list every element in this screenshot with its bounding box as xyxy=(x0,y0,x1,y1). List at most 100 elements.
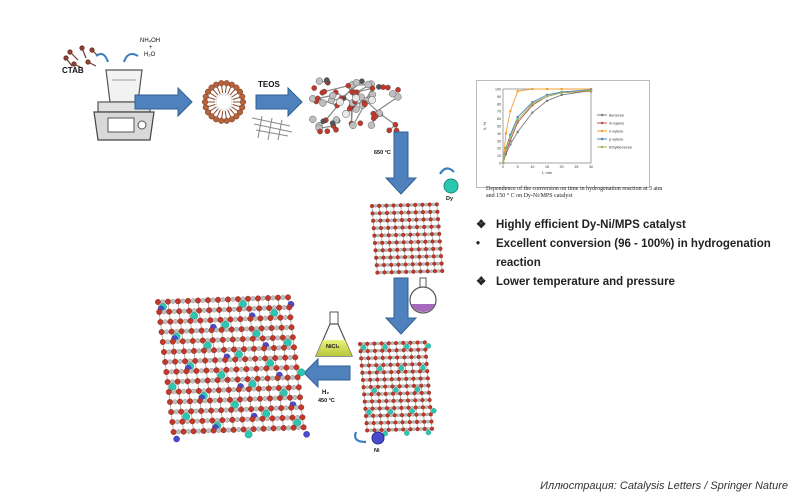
data-point xyxy=(560,93,563,97)
teos-label: TEOS xyxy=(258,80,280,89)
data-point xyxy=(504,148,508,151)
series-line xyxy=(502,89,592,164)
highlights-list: ❖ Highly efficient Dy-Ni/MPS catalyst • Ex… xyxy=(476,216,776,292)
data-point xyxy=(509,143,512,146)
chart-caption: Dependence of the conversion on time in … xyxy=(486,186,663,199)
data-point xyxy=(509,139,512,142)
series-line xyxy=(502,90,592,164)
y-tick-label: 20 xyxy=(497,147,501,151)
x-tick-label: 15 xyxy=(545,165,549,169)
ctab-label: CTAB xyxy=(62,66,84,75)
highlight-2: • Excellent conversion (96 - 100%) in hyd… xyxy=(476,235,776,273)
dycl3-flask-icon xyxy=(409,277,437,314)
y-tick-label: 60 xyxy=(497,117,501,121)
legend-marker xyxy=(601,137,604,141)
data-point xyxy=(509,110,512,113)
data-point xyxy=(504,147,508,150)
data-point xyxy=(545,93,549,97)
ni-add-arrow xyxy=(354,431,367,444)
highlight-1: ❖ Highly efficient Dy-Ni/MPS catalyst xyxy=(476,216,776,235)
dy-atom-icon xyxy=(443,178,459,194)
y-tick-label: 80 xyxy=(497,102,501,106)
y-tick-label: 30 xyxy=(497,139,501,143)
data-point xyxy=(516,121,519,124)
micelle xyxy=(201,80,247,124)
data-point xyxy=(560,91,563,94)
dy-label: Dy xyxy=(446,196,454,202)
x-tick-label: 10 xyxy=(530,165,534,169)
x-tick-label: 25 xyxy=(574,165,578,169)
ni-label: Ni xyxy=(374,448,380,454)
nh4oh-add-arrow xyxy=(123,53,139,63)
y-tick-label: 100 xyxy=(495,88,501,92)
stirrer-beaker xyxy=(93,69,155,141)
legend-label: o-xylene xyxy=(609,129,623,133)
legend-marker xyxy=(601,113,604,117)
data-point xyxy=(560,87,563,91)
nicl2-flask-icon xyxy=(315,311,353,357)
data-point xyxy=(589,89,593,92)
data-point xyxy=(504,153,508,156)
bullet-marker: ❖ xyxy=(476,219,487,231)
x-tick-label: 30 xyxy=(589,165,593,169)
arrow-dy-impregnation xyxy=(384,277,418,335)
legend-marker xyxy=(601,121,604,125)
arrow-to-micelle xyxy=(134,86,193,118)
data-point xyxy=(531,102,534,105)
data-point xyxy=(501,161,505,165)
data-point xyxy=(504,150,508,153)
data-point xyxy=(531,111,534,114)
legend-label: Benzene xyxy=(609,113,624,117)
legend-marker xyxy=(601,145,604,149)
x-tick-label: 20 xyxy=(560,165,564,169)
arrow-reduction xyxy=(303,357,351,389)
arrow-teos xyxy=(255,86,303,118)
legend-label: p-xylene xyxy=(609,137,623,141)
legend-marker xyxy=(601,129,604,133)
dycl3-label: DyCl₃ xyxy=(416,295,432,301)
legend-label: Ethylbenzene xyxy=(609,145,632,149)
highlight-text: Lower temperature and pressure xyxy=(496,276,675,288)
x-axis-label: t, min xyxy=(542,170,552,175)
data-point xyxy=(509,136,512,139)
plus-label: + xyxy=(149,45,153,51)
calcination-temp-label: 650 °C xyxy=(374,150,391,156)
data-point xyxy=(509,133,512,136)
y-tick-label: 40 xyxy=(497,132,501,136)
h2-label: H₂ xyxy=(322,390,329,396)
arrow-calcination xyxy=(384,131,418,195)
ctab-add-arrow xyxy=(95,53,109,63)
series-line xyxy=(502,88,591,164)
nicl2-label: NiCl₂ xyxy=(326,344,340,350)
data-point xyxy=(545,95,549,98)
data-point xyxy=(516,116,519,119)
highlight-text: Highly efficient Dy-Ni/MPS catalyst xyxy=(496,219,686,231)
data-point xyxy=(545,99,549,102)
data-point xyxy=(516,90,519,93)
bullet-marker: • xyxy=(476,238,481,250)
y-tick-label: 90 xyxy=(497,95,501,99)
x-tick-label: 5 xyxy=(517,165,519,169)
highlight-text: Excellent conversion (96 - 100%) in hydr… xyxy=(496,238,771,269)
reduction-temp-label: 450 °C xyxy=(318,398,335,404)
dy-mps-lattice xyxy=(357,340,437,437)
legend-label: m-xylene xyxy=(609,121,624,125)
silica-template-cluster xyxy=(309,77,402,135)
y-axis-label: X, % xyxy=(482,121,487,130)
dy-ni-mps-catalyst-structure xyxy=(155,294,310,443)
series-line xyxy=(502,90,592,164)
nh4oh-label: NH₄OH xyxy=(140,38,161,44)
y-tick-label: 50 xyxy=(497,125,501,129)
y-tick-label: 0 xyxy=(499,162,501,166)
highlight-3: ❖ Lower temperature and pressure xyxy=(476,273,776,292)
y-tick-label: 10 xyxy=(497,154,501,158)
data-point xyxy=(531,101,534,104)
ctab-molecules xyxy=(63,45,99,69)
data-point xyxy=(516,130,519,134)
data-point xyxy=(516,118,519,122)
mps-lattice xyxy=(369,202,445,275)
bullet-marker: ❖ xyxy=(476,276,487,288)
